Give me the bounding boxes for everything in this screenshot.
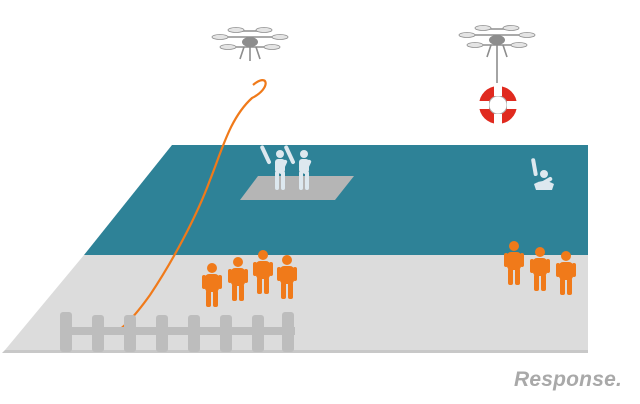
fence-icon: [60, 312, 295, 352]
shore-ground: [5, 255, 588, 350]
person-icon: [253, 250, 273, 294]
person-icon: [228, 257, 248, 301]
person-icon: [277, 255, 297, 299]
waving-person-icon: [284, 145, 312, 190]
person-icon: [530, 247, 550, 291]
life-ring-icon: [479, 86, 517, 124]
response-watermark: Response.: [514, 368, 622, 391]
waving-person-icon: [531, 158, 554, 190]
person-icon: [504, 241, 524, 285]
drone-icon: [211, 27, 289, 61]
person-icon: [202, 263, 222, 307]
waving-person-icon: [260, 145, 288, 190]
floating-platform: [240, 176, 354, 200]
rescue-rope: [111, 79, 267, 336]
water-surface: [84, 145, 588, 255]
drone-icon: [458, 25, 536, 83]
shore-edge: [2, 350, 588, 353]
person-icon: [556, 251, 576, 295]
